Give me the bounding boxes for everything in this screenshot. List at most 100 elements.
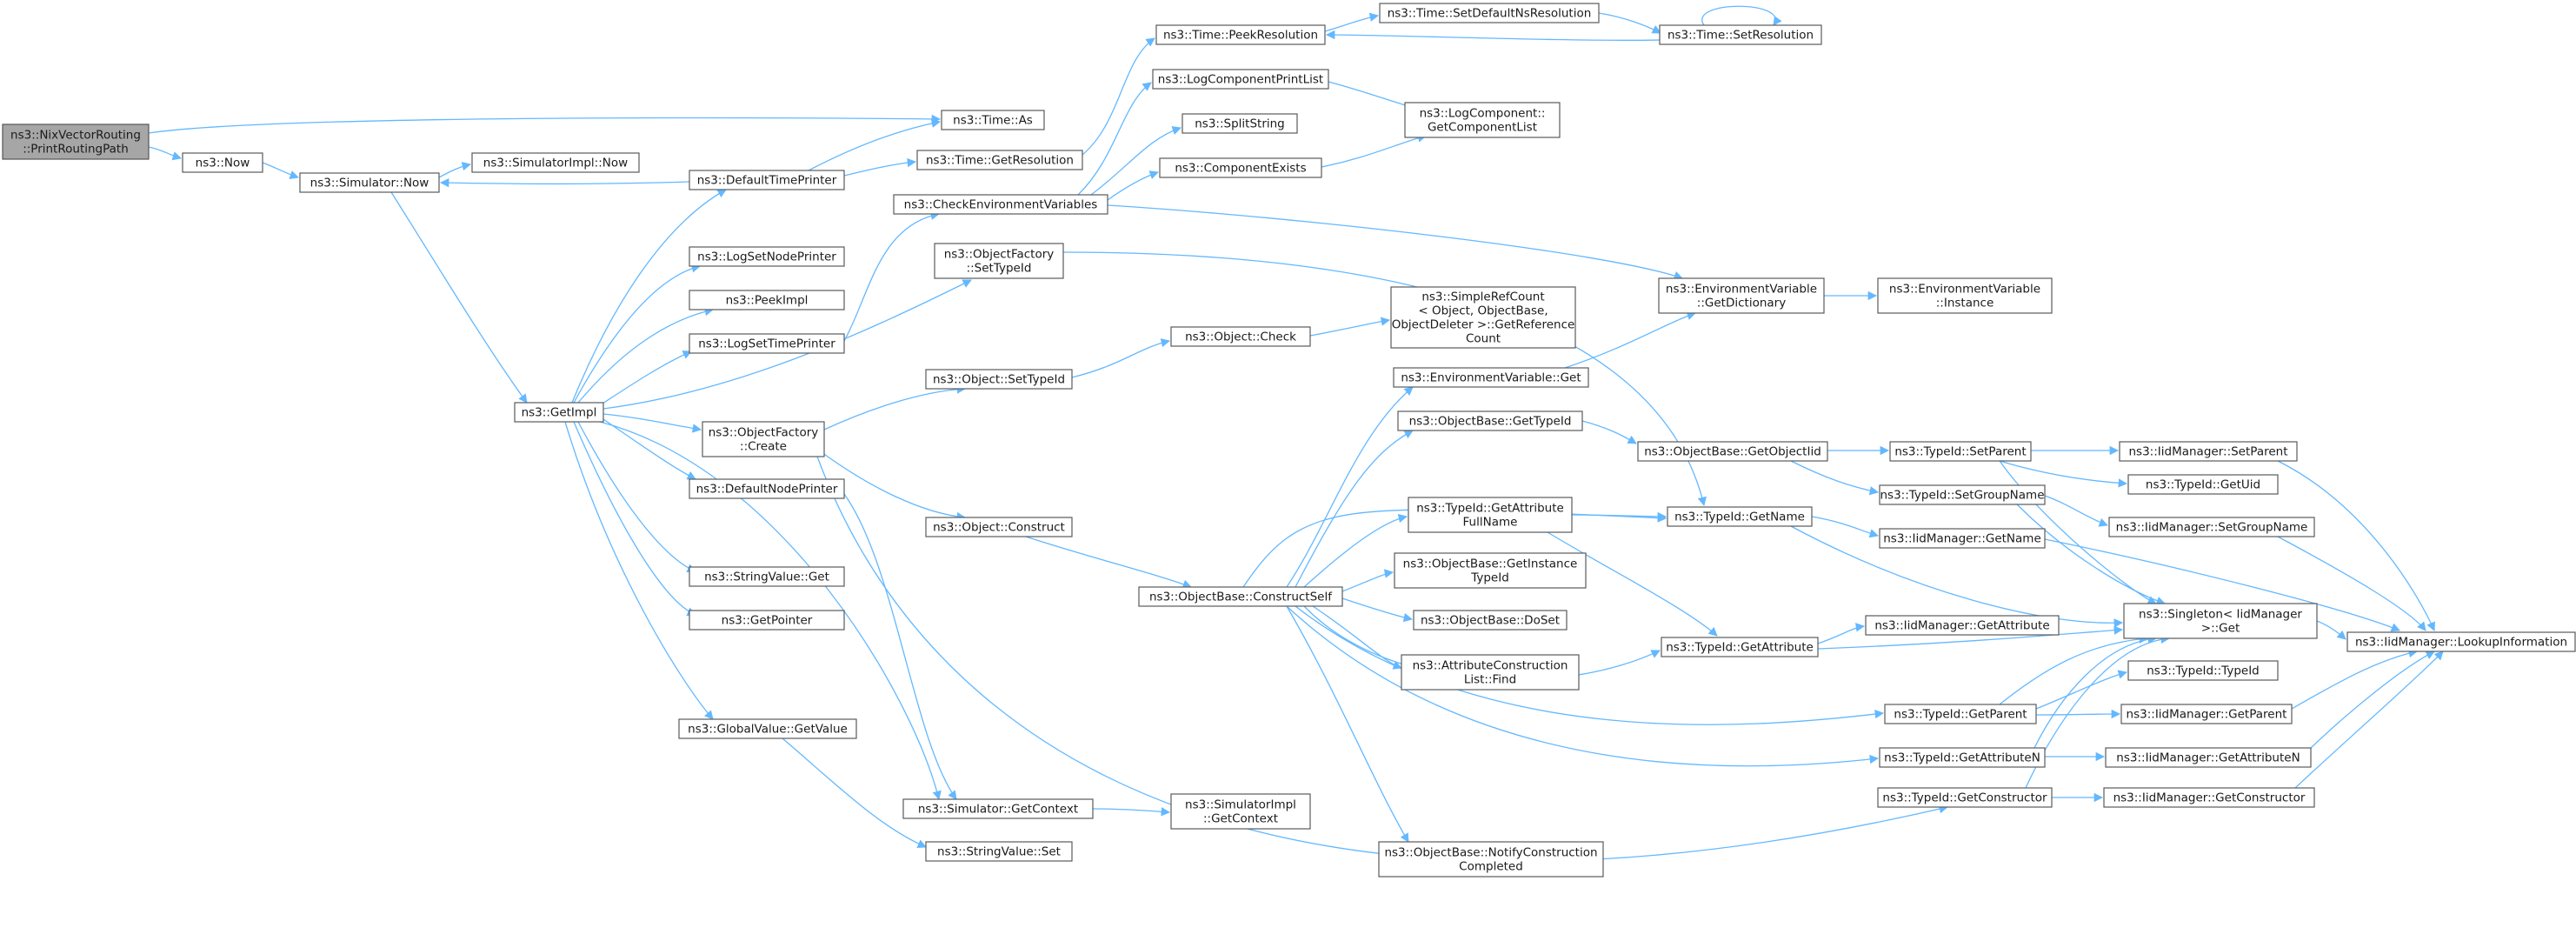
node-iidmgrgetparent[interactable]: ns3::IidManager::GetParent [2120, 704, 2293, 724]
node-objbasegetobjectiid[interactable]: ns3::ObjectBase::GetObjectIid [1637, 441, 1828, 462]
node-stringvalueset[interactable]: ns3::StringValue::Set [925, 841, 1073, 862]
edge-typeidgetattribute-to-iidmgrgetattribute [1817, 623, 1866, 644]
node-label-line: ns3::DefaultTimePrinter [697, 174, 837, 188]
node-typeidtypeid[interactable]: ns3::TypeId::TypeId [2127, 660, 2279, 681]
node-label-line: ns3::ObjectBase::GetTypeId [1409, 415, 1572, 429]
node-simnow[interactable]: ns3::Simulator::Now [299, 172, 440, 193]
node-box [925, 369, 1073, 390]
node-label-line: ns3::IidManager::GetParent [2127, 708, 2287, 722]
node-box [1667, 506, 1813, 527]
node-typeidgetuid[interactable]: ns3::TypeId::GetUid [2127, 474, 2279, 495]
edge-root-to-timeas [148, 114, 942, 134]
edge-typeidsetgroupname-to-singletonget [2016, 504, 2166, 605]
node-label-line: ns3::TypeId::SetGroupName [1880, 489, 2044, 503]
node-label-line: ns3::IidManager::GetName [1883, 532, 2041, 546]
node-objconstruct[interactable]: ns3::Object::Construct [925, 517, 1073, 537]
node-envvarinstance[interactable]: ns3::EnvironmentVariable::Instance [1877, 277, 2053, 314]
node-label-line: ns3::Time::GetResolution [926, 154, 1074, 168]
node-typeidgetname[interactable]: ns3::TypeId::GetName [1667, 506, 1813, 527]
node-label-line: ns3::SplitString [1195, 117, 1285, 131]
node-logcompprintlist[interactable]: ns3::LogComponentPrintList [1152, 69, 1329, 90]
node-objcheck[interactable]: ns3::Object::Check [1170, 326, 1311, 347]
edge-iidmgrgetparent-to-iidmgrlookup [2291, 648, 2419, 710]
node-peekimpl[interactable]: ns3::PeekImpl [689, 290, 845, 310]
node-logsettimeprinter[interactable]: ns3::LogSetTimePrinter [689, 333, 845, 354]
node-simgetcontext[interactable]: ns3::Simulator::GetContext [902, 798, 1094, 819]
node-label-line: ::GetDictionary [1697, 297, 1786, 310]
node-typeidgetconstructor[interactable]: ns3::TypeId::GetConstructor [1877, 787, 2053, 808]
edge-getimpl-to-getpointer [573, 421, 696, 617]
node-singletonget[interactable]: ns3::Singleton< IidManager>::Get [2123, 603, 2318, 639]
node-label-line: ns3::Time::PeekResolution [1163, 29, 1318, 43]
node-iidmgrgetname[interactable]: ns3::IidManager::GetName [1879, 528, 2046, 549]
node-iidmgrsetparent[interactable]: ns3::IidManager::SetParent [2119, 441, 2298, 462]
node-box [1658, 277, 1825, 314]
edge-objconstruct-to-objbaseconstructself [1025, 536, 1192, 589]
node-label-line: ns3::ObjectBase::DoSet [1421, 614, 1560, 628]
node-typeidgetattribute[interactable]: ns3::TypeId::GetAttribute [1661, 637, 1819, 657]
node-timesetdefaultns[interactable]: ns3::Time::SetDefaultNsResolution [1379, 3, 1600, 23]
node-envvargetdict[interactable]: ns3::EnvironmentVariable::GetDictionary [1658, 277, 1825, 314]
node-iidmgrgetattribute[interactable]: ns3::IidManager::GetAttribute [1865, 615, 2060, 636]
node-logsetnodeprinter[interactable]: ns3::LogSetNodePrinter [689, 246, 845, 267]
node-objfactorycreate[interactable]: ns3::ObjectFactory::Create [702, 421, 825, 457]
node-defnodeprinter[interactable]: ns3::DefaultNodePrinter [689, 478, 845, 499]
node-iidmgrlookup[interactable]: ns3::IidManager::LookupInformation [2346, 631, 2576, 652]
node-label-line: ns3::ComponentExists [1175, 162, 1306, 176]
node-objbaseconstructself[interactable]: ns3::ObjectBase::ConstructSelf [1138, 586, 1343, 607]
node-typeidsetgroupname[interactable]: ns3::TypeId::SetGroupName [1879, 484, 2046, 505]
node-getimpl[interactable]: ns3::GetImpl [514, 402, 604, 423]
node-box [1408, 497, 1573, 533]
node-logcompgetlist[interactable]: ns3::LogComponent::GetComponentList [1404, 102, 1561, 138]
node-timepeekres[interactable]: ns3::Time::PeekResolution [1155, 24, 1326, 45]
node-label-line: ns3::Simulator::Now [310, 177, 429, 190]
node-objbasegettypeid[interactable]: ns3::ObjectBase::GetTypeId [1397, 410, 1583, 431]
node-label-line: ns3::Time::As [953, 114, 1033, 128]
edge-typeidgetparent-to-iidmgrgetparent [2035, 709, 2121, 719]
node-objfactorysettypeid[interactable]: ns3::ObjectFactory::SetTypeId [934, 243, 1064, 279]
node-iidmgrgetattributen[interactable]: ns3::IidManager::GetAttributeN [2105, 747, 2312, 768]
node-box [893, 194, 1108, 215]
node-simplerefcount[interactable]: ns3::SimpleRefCount< Object, ObjectBase,… [1390, 286, 1576, 349]
node-objbasenotify[interactable]: ns3::ObjectBase::NotifyConstructionCompl… [1378, 841, 1604, 878]
node-splitstring[interactable]: ns3::SplitString [1181, 113, 1298, 134]
node-deftimeprinter[interactable]: ns3::DefaultTimePrinter [689, 170, 845, 190]
node-timesetres[interactable]: ns3::Time::SetResolution [1659, 24, 1822, 45]
node-globalvalueget[interactable]: ns3::GlobalValue::GetValue [678, 718, 857, 739]
node-label-line: ns3::ObjectBase::GetInstance [1403, 557, 1578, 571]
node-box [1659, 24, 1822, 45]
node-simimplnow[interactable]: ns3::SimulatorImpl::Now [471, 152, 640, 173]
edge-envvarget-to-envvargetdict [1564, 311, 1696, 369]
edge-iidmgrgetconstructor-to-iidmgrlookup [2294, 651, 2444, 789]
node-typeidgetattributen[interactable]: ns3::TypeId::GetAttributeN [1879, 747, 2046, 768]
node-box [1397, 410, 1583, 431]
node-label-line: ::Instance [1936, 297, 1994, 310]
node-root[interactable]: ns3::NixVectorRouting::PrintRoutingPath [2, 123, 150, 160]
node-simimplgetcontext[interactable]: ns3::SimulatorImpl::GetContext [1170, 793, 1311, 830]
node-compexists[interactable]: ns3::ComponentExists [1159, 157, 1322, 178]
node-typeidsetparent[interactable]: ns3::TypeId::SetParent [1889, 441, 2032, 462]
node-stringvalueget[interactable]: ns3::StringValue::Get [689, 566, 845, 587]
edge-getimpl-to-logsetnodeprinter [573, 264, 702, 404]
node-box [2123, 603, 2318, 639]
node-envvarget[interactable]: ns3::EnvironmentVariable::Get [1393, 367, 1589, 388]
node-typeidgetparent[interactable]: ns3::TypeId::GetParent [1884, 704, 2037, 724]
node-label-line: ns3::Time::SetResolution [1667, 29, 1814, 43]
node-objbasedoset[interactable]: ns3::ObjectBase::DoSet [1413, 610, 1568, 631]
edge-checkenv-to-splitstring [1090, 126, 1181, 196]
node-now[interactable]: ns3::Now [182, 152, 263, 173]
node-objsettypeid[interactable]: ns3::Object::SetTypeId [925, 369, 1073, 390]
node-label-line: ns3::NixVectorRouting [10, 129, 141, 143]
edge-objfactorycreate-to-objsettypeid [823, 384, 967, 430]
edge-objfactorysettypeid-to-typeidgetname [1062, 251, 1707, 507]
node-getpointer[interactable]: ns3::GetPointer [689, 610, 845, 631]
node-checkenv[interactable]: ns3::CheckEnvironmentVariables [893, 194, 1108, 215]
node-label-line: ns3::TypeId::GetAttribute [1416, 502, 1564, 516]
node-timeas[interactable]: ns3::Time::As [941, 110, 1045, 130]
node-iidmgrsetgroupname[interactable]: ns3::IidManager::SetGroupName [2108, 517, 2315, 537]
node-iidmgrgetconstructor[interactable]: ns3::IidManager::GetConstructor [2103, 787, 2315, 808]
node-timegetres[interactable]: ns3::Time::GetResolution [916, 150, 1083, 170]
